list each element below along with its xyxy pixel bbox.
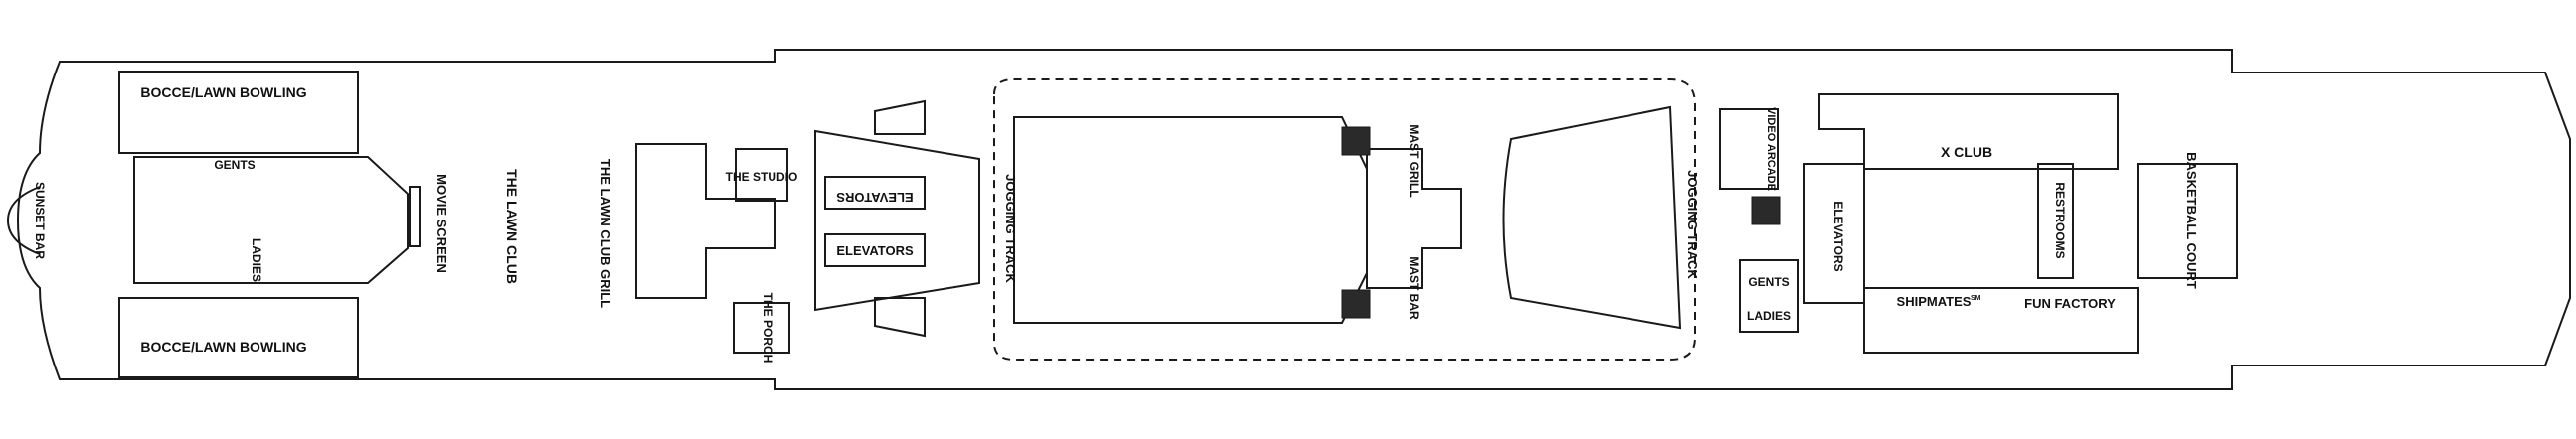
basketball-court-label: BASKETBALL COURT [2184,152,2199,289]
video-arcade-label: VIDEO ARCADE [1765,107,1777,191]
hull-outline [16,49,2571,390]
restroom-block-aft [1739,259,1799,333]
elevator-bank-bottom [824,233,926,267]
x-club-label: X CLUB [1941,144,1992,160]
grill-block [635,143,776,299]
stern-bar-outline [6,186,41,255]
shipmates-mark-label: SM [1971,295,1981,302]
mast-bar-label: MAST BAR [1407,256,1421,320]
mast-grill-label: MAST GRILL [1407,124,1421,197]
stair-flight-mast-bottom [1341,289,1371,319]
movie-screen-mark [409,186,421,247]
gents-fwd-label: GENTS [214,158,255,172]
stair-flight-mast-top [1341,126,1371,156]
elevator-bank-top [824,176,926,210]
stair-bottom [874,297,926,338]
x-club-area [1818,93,2119,170]
lawn-club-label: THE LAWN CLUB [504,169,520,284]
sunset-bar-label: SUNSET BAR [33,182,47,259]
movie-screen-label: MOVIE SCREEN [434,174,449,273]
ladies-fwd-label: LADIES [250,238,263,282]
restrooms-label: RESTROOMS [2053,182,2067,258]
restrooms-block [2037,163,2074,279]
mast-area [1366,148,1462,289]
jogging-track [993,78,1696,361]
bocce-court-top [118,71,359,154]
elevator-core-aft [1803,163,1865,304]
fun-factory-area [1863,287,2139,354]
elevators-aft-label: ELEVATORS [1831,201,1845,271]
jogging-track-left-label: JOGGING TRACK [1003,174,1018,283]
pool-forward [1013,116,1368,324]
gents-aft-label: GENTS [1748,275,1789,289]
bocce-bottom-label: BOCCE/LAWN BOWLING [140,339,306,355]
pool-aft [1502,105,1682,330]
jogging-track-right-label: JOGGING TRACK [1685,170,1700,279]
lawn-club-grill-label: THE LAWN CLUB GRILL [599,159,613,308]
basketball-court-area [2137,163,2238,279]
studio-label: THE STUDIO [726,170,798,184]
shipmates-label: SHIPMATES [1897,294,1972,309]
elevators-top-label: ELEVATORS [836,190,914,205]
stair-top [874,99,926,135]
video-arcade-room [1719,108,1779,190]
bocce-court-bottom [118,297,359,378]
bocce-top-label: BOCCE/LAWN BOWLING [140,84,306,100]
stair-flight-aft [1751,196,1781,225]
elevators-bottom-label: ELEVATORS [836,243,914,258]
ladies-aft-label: LADIES [1747,309,1791,323]
elevator-core [814,129,980,312]
lawn-area [133,156,409,284]
fun-factory-label: FUN FACTORY [2024,296,2116,311]
porch-room [733,302,790,354]
porch-label: THE PORCH [761,293,774,364]
studio-room [735,148,788,202]
